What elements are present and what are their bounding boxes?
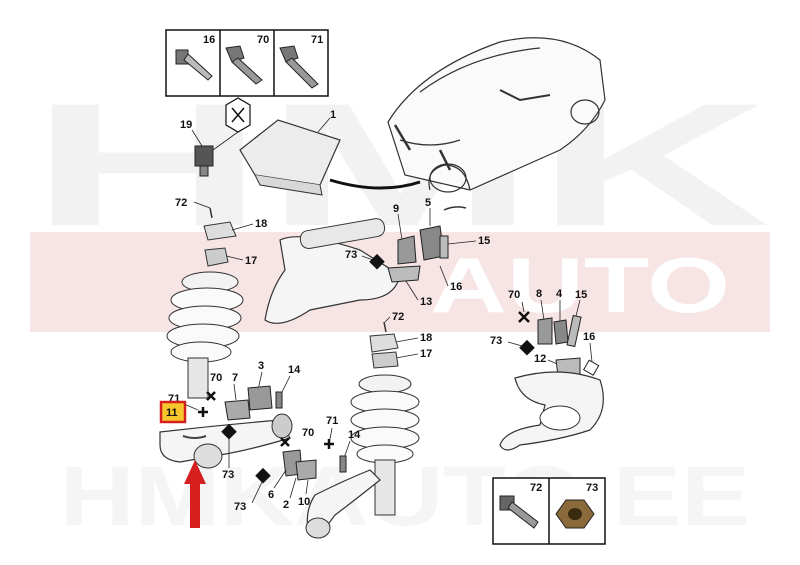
strut-middle: 72 18 17 — [350, 311, 432, 516]
watermark: HMK AUTO HMKAUTO.EE — [30, 68, 770, 543]
label-1: 1 — [330, 109, 336, 121]
label-72-b: 72 — [392, 311, 404, 323]
watermark-domain: HMKAUTO.EE — [60, 449, 750, 543]
label-5: 5 — [425, 197, 431, 209]
watermark-brand: HMK — [30, 68, 770, 263]
box-label-71: 71 — [311, 34, 323, 46]
label-2: 2 — [283, 499, 289, 511]
label-15-b: 15 — [575, 289, 587, 301]
label-17-a: 17 — [245, 255, 257, 267]
label-72-a: 72 — [175, 197, 187, 209]
label-73-c: 73 — [222, 469, 234, 481]
lower-left-linkage: 71 70 7 3 14 73 — [159, 360, 301, 481]
bolt-icon — [499, 495, 539, 529]
label-70-b: 70 — [210, 372, 222, 384]
bolt-icon — [225, 45, 263, 85]
label-15-a: 15 — [478, 235, 490, 247]
red-arrow-icon — [184, 460, 206, 528]
car-outline — [387, 37, 606, 193]
label-71-b: 71 — [326, 415, 338, 427]
label-4: 4 — [556, 288, 563, 300]
label-10: 10 — [298, 496, 310, 508]
label-16-a: 16 — [450, 281, 462, 293]
upper-control-arm: 9 5 15 73 16 13 — [264, 197, 490, 324]
strut-rear-left: 72 18 17 — [166, 197, 267, 399]
nut-icon — [555, 499, 595, 529]
right-arm-parts: 70 8 4 15 73 16 12 — [490, 288, 604, 451]
label-18-b: 18 — [420, 332, 432, 344]
label-7: 7 — [232, 372, 238, 384]
box-label-70: 70 — [257, 34, 269, 46]
label-12: 12 — [534, 353, 546, 365]
label-73-d: 73 — [234, 501, 246, 513]
fastener-box-top: 16 70 71 — [165, 29, 329, 97]
label-13: 13 — [420, 296, 432, 308]
label-9: 9 — [393, 203, 399, 215]
label-11: 11 — [166, 407, 178, 419]
ecu-unit: 1 — [239, 109, 421, 196]
label-16-b: 16 — [583, 331, 595, 343]
label-17-b: 17 — [420, 348, 432, 360]
watermark-auto: AUTO — [430, 241, 730, 329]
label-70-a: 70 — [508, 289, 520, 301]
label-6: 6 — [268, 489, 274, 501]
label-19: 19 — [180, 119, 192, 131]
label-14-b: 14 — [348, 429, 361, 441]
label-3: 3 — [258, 360, 264, 372]
highlight-part-11: 11 — [159, 400, 207, 439]
box-label-72: 72 — [530, 482, 542, 494]
label-73-a: 73 — [345, 249, 357, 261]
bolt-icon — [279, 45, 319, 89]
fastener-box-bottom: 72 73 — [492, 477, 606, 545]
sensor-19: 19 — [180, 97, 251, 177]
box-label-16: 16 — [203, 34, 215, 46]
label-73-b: 73 — [490, 335, 502, 347]
label-8: 8 — [536, 288, 542, 300]
label-70-c: 70 — [302, 427, 314, 439]
label-18-a: 18 — [255, 218, 267, 230]
box-label-73: 73 — [586, 482, 598, 494]
rivet-icon — [175, 49, 213, 81]
lower-middle-linkage: 71 70 14 6 2 10 73 — [234, 415, 381, 539]
label-14-a: 14 — [288, 364, 301, 376]
